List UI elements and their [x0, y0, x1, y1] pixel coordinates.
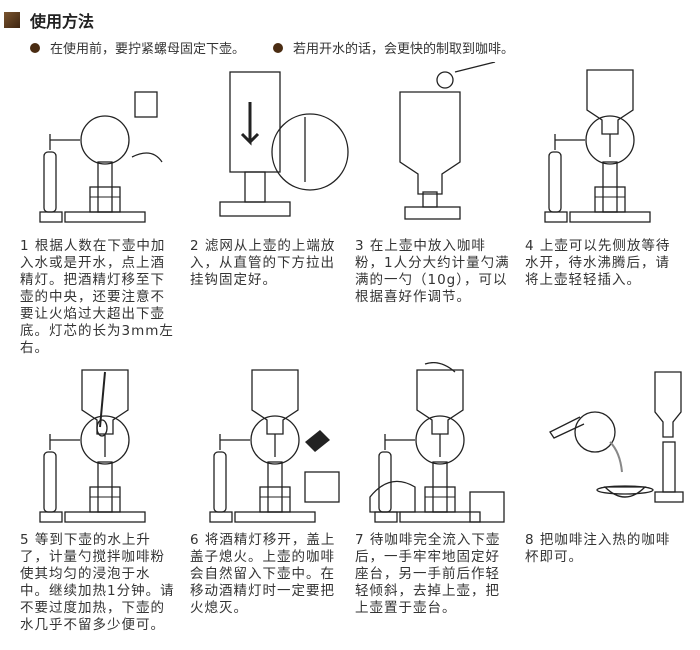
step-text: 4 上壶可以先侧放等待水开，待水沸腾后，请将上壶轻轻插入。	[525, 238, 671, 288]
step-illustration	[190, 362, 355, 527]
step-text: 2 滤网从上壶的上端放入，从直管的下方拉出挂钩固定好。	[190, 238, 336, 288]
siphon-drawing-icon	[39, 91, 163, 223]
step-illustration	[20, 362, 185, 527]
siphon-drawing-icon	[369, 361, 505, 523]
step-text: 8 把咖啡注入热的咖啡杯即可。	[525, 532, 671, 565]
tips: 在使用前，要拧紧螺母固定下壶。 若用开水的话，会更快的制取到咖啡。	[30, 38, 542, 57]
section-header: 使用方法	[4, 8, 94, 32]
header-square-icon	[4, 12, 20, 28]
tip: 若用开水的话，会更快的制取到咖啡。	[273, 38, 514, 57]
step-text: 5 等到下壶的水上升了，计量勺搅拌咖啡粉使其均匀的浸泡于水中。继续加热1分钟。请…	[20, 532, 175, 633]
section-title: 使用方法	[30, 12, 95, 31]
siphon-drawing-icon	[39, 369, 146, 523]
siphon-drawing-icon	[219, 71, 349, 217]
step-text: 6 将酒精灯移开，盖上盖子熄火。上壶的咖啡会自然留入下壶中。在移动酒精灯时一定要…	[190, 532, 336, 616]
step-text: 7 待咖啡完全流入下壶后，一手牢牢地固定好座台，另一手前后作轻轻倾斜，去掉上壶，…	[355, 532, 501, 616]
siphon-drawing-icon	[399, 61, 496, 220]
bullet-icon	[273, 42, 284, 53]
step-text: 1 根据人数在下壶中加入水或是开水，点上酒精灯。把酒精灯移至下壶的中央，还要注意…	[20, 238, 174, 356]
step-text: 3 在上壶中放入咖啡粉，1人分大约计量勺满满的一勺（10g），可以根据喜好作调节…	[355, 238, 510, 305]
step-illustration	[190, 62, 355, 227]
step-illustration	[525, 362, 690, 527]
step-illustration	[20, 62, 185, 227]
tip-text: 在使用前，要拧紧螺母固定下壶。	[50, 42, 246, 57]
tip: 在使用前，要拧紧螺母固定下壶。	[30, 38, 245, 57]
step-illustration	[355, 361, 520, 527]
tip-text: 若用开水的话，会更快的制取到咖啡。	[293, 42, 515, 57]
step-illustration	[525, 62, 690, 227]
siphon-drawing-icon	[209, 369, 340, 523]
siphon-drawing-icon	[544, 69, 651, 223]
bullet-icon	[30, 42, 40, 53]
step-illustration	[355, 61, 520, 227]
siphon-drawing-icon	[549, 371, 684, 503]
